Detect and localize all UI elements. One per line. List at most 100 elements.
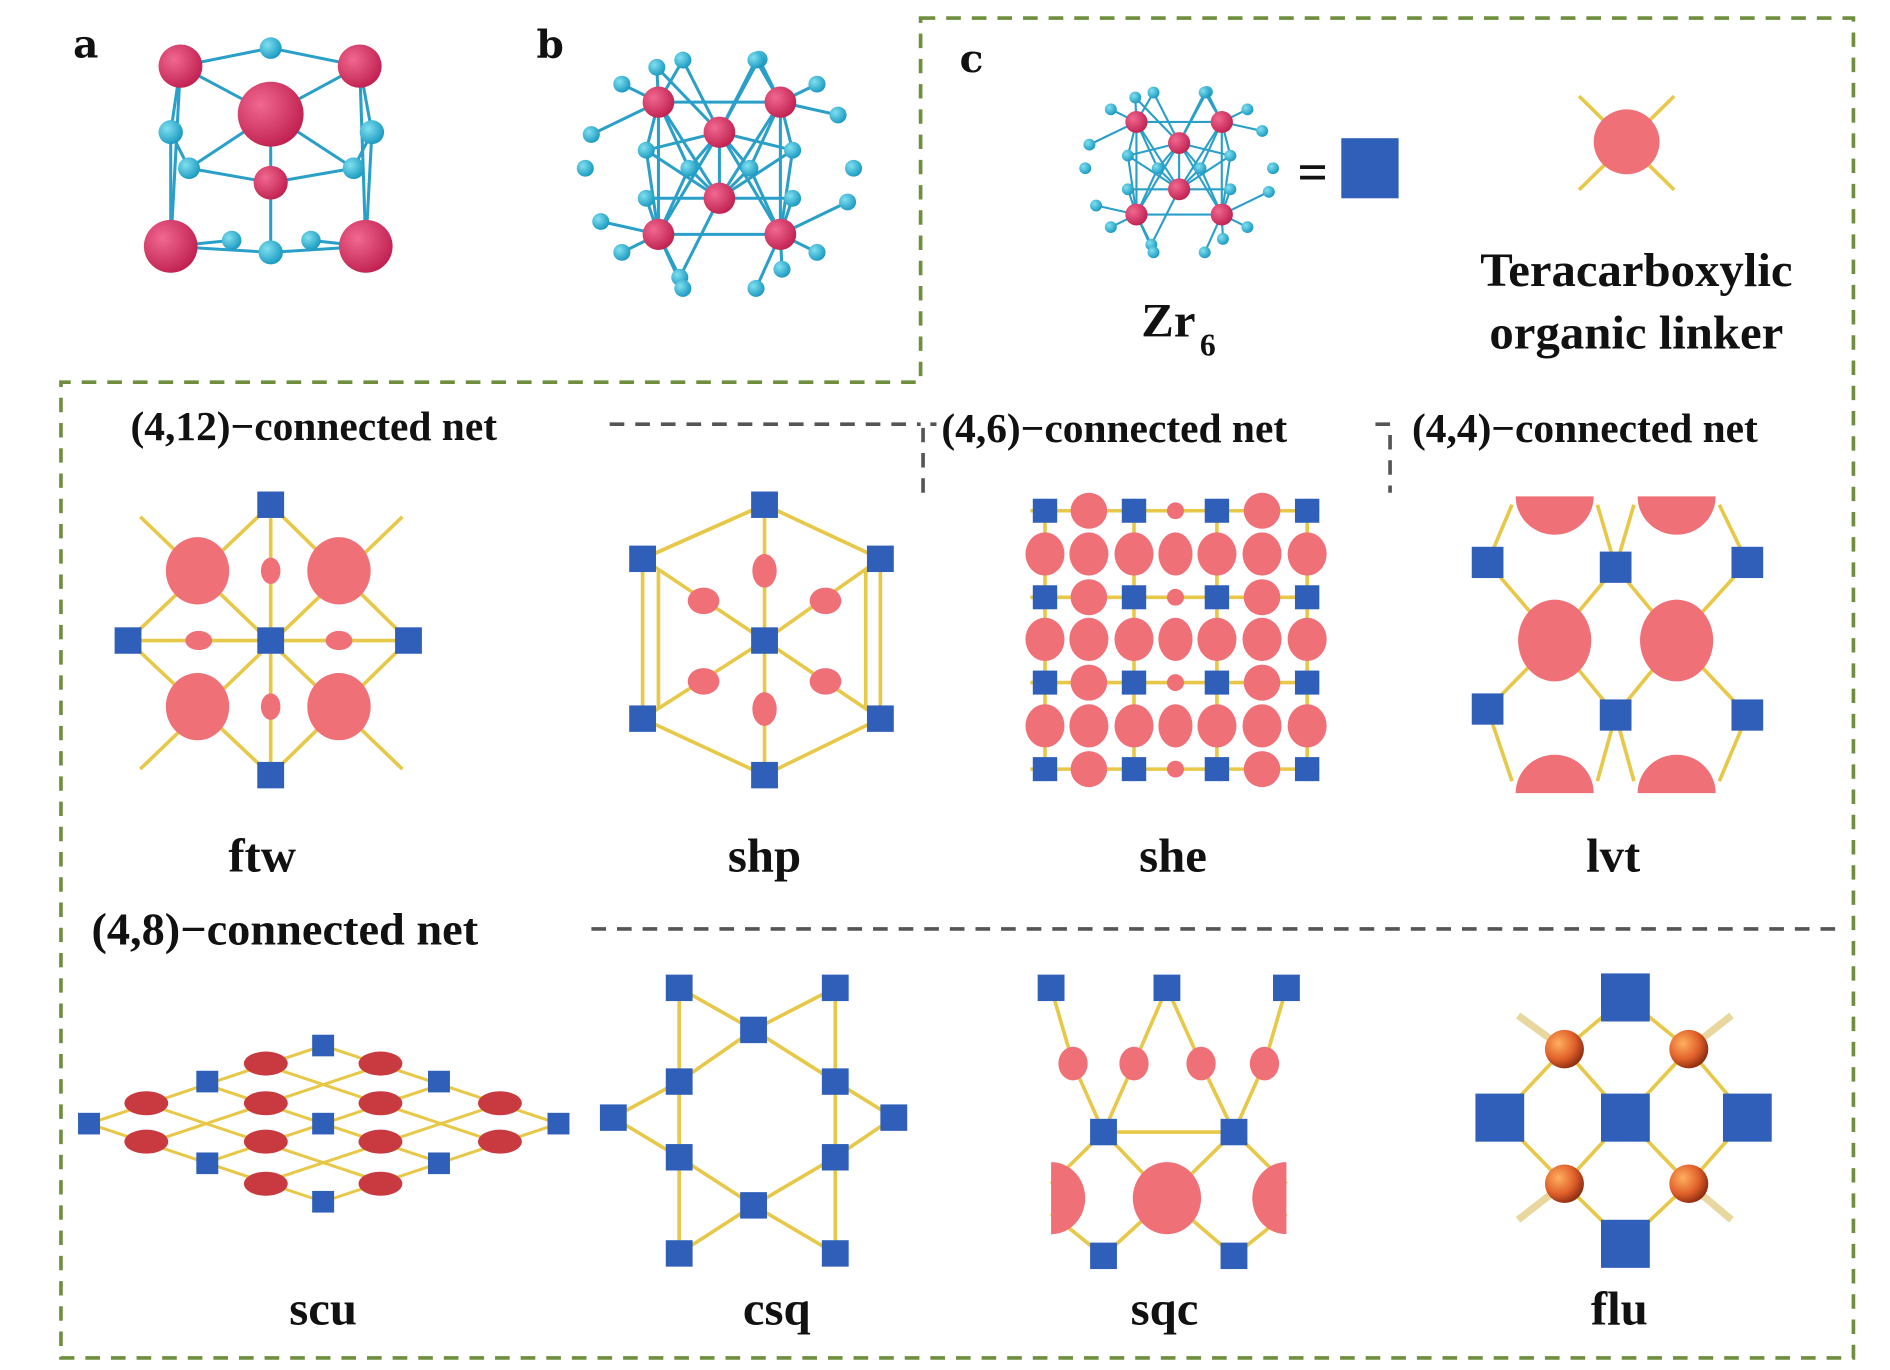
metal-node-square bbox=[665, 1240, 693, 1267]
linker-node bbox=[1249, 1046, 1280, 1081]
edge bbox=[763, 717, 882, 777]
linker-node bbox=[1243, 492, 1281, 529]
metal-node-square bbox=[1121, 498, 1147, 523]
zr-atom bbox=[703, 116, 736, 148]
metal-node-square bbox=[257, 491, 285, 518]
edge bbox=[657, 131, 721, 236]
panel-label-b: b bbox=[537, 23, 564, 68]
linker-node bbox=[124, 1129, 169, 1154]
linker-node bbox=[1287, 532, 1327, 576]
oxygen-atom bbox=[1262, 185, 1275, 198]
oxygen-atom bbox=[359, 120, 385, 145]
zr6-label: Zr bbox=[1141, 295, 1195, 348]
linker-node bbox=[1243, 664, 1281, 701]
linker-node-half bbox=[1637, 754, 1716, 794]
linker-node bbox=[1166, 674, 1184, 692]
metal-node-square bbox=[1294, 585, 1320, 610]
linker-node bbox=[165, 672, 230, 741]
group-heading-4-4: (4,4)−connected net bbox=[1412, 406, 1758, 453]
oxygen-atom bbox=[258, 240, 283, 265]
oxygen-atom bbox=[1104, 103, 1117, 116]
linker-node bbox=[1186, 1046, 1216, 1081]
linker-node bbox=[1058, 1046, 1088, 1081]
metal-node-square bbox=[866, 705, 894, 732]
linker-node bbox=[1069, 532, 1109, 576]
linker-node bbox=[1243, 579, 1281, 616]
linker-node bbox=[1025, 704, 1065, 748]
linker-node bbox=[1197, 704, 1237, 748]
metal-node-square bbox=[1204, 670, 1230, 695]
metal-node-square bbox=[257, 627, 285, 654]
linker-node bbox=[1070, 664, 1108, 701]
edge bbox=[718, 131, 782, 236]
linker-node bbox=[1669, 1029, 1709, 1069]
oxygen-atom bbox=[1151, 162, 1164, 175]
group-heading-4-6: (4,6)−connected net bbox=[941, 406, 1287, 453]
edge bbox=[752, 1028, 837, 1084]
oxygen-atom bbox=[747, 51, 765, 69]
metal-node-square bbox=[1037, 974, 1065, 1002]
oxygen-atom bbox=[1090, 199, 1103, 212]
net-flu bbox=[1475, 973, 1772, 1268]
net-scu bbox=[78, 1034, 570, 1213]
net-label-lvt: lvt bbox=[1586, 830, 1640, 883]
panel-c-frame bbox=[59, 16, 1856, 1360]
oxygen-atom bbox=[1267, 162, 1279, 175]
oxygen-atom bbox=[1147, 86, 1160, 99]
net-ftw bbox=[114, 491, 422, 789]
metal-node-square bbox=[257, 761, 285, 789]
linker-node bbox=[243, 1091, 288, 1116]
linker-node bbox=[1119, 1046, 1149, 1081]
metal-node-square bbox=[1471, 693, 1504, 725]
oxygen-atom bbox=[1198, 86, 1211, 99]
oxygen-atom bbox=[1147, 246, 1160, 259]
oxygen-atom bbox=[829, 106, 847, 124]
net-sqc bbox=[1037, 974, 1300, 1270]
linker-node bbox=[1640, 599, 1714, 682]
metal-node-square bbox=[1153, 974, 1181, 1002]
oxygen-atom bbox=[1079, 162, 1092, 175]
metal-node-square bbox=[821, 1240, 849, 1267]
zr-atom bbox=[338, 219, 393, 273]
metal-node-square bbox=[1294, 757, 1320, 782]
linker-node bbox=[1069, 617, 1109, 661]
oxygen-atom bbox=[1083, 138, 1096, 151]
linker-node bbox=[1114, 532, 1154, 576]
metal-node-square bbox=[1731, 699, 1764, 731]
oxygen-atom bbox=[674, 51, 692, 69]
metal-node-square bbox=[1121, 757, 1147, 782]
oxygen-atom bbox=[259, 37, 282, 59]
metal-node-square bbox=[196, 1070, 219, 1093]
linker-node bbox=[1242, 532, 1282, 576]
linker-node bbox=[752, 554, 777, 588]
linker-node bbox=[1158, 617, 1193, 661]
panel-label-a: a bbox=[73, 23, 98, 68]
metal-node-square bbox=[665, 1144, 693, 1171]
zr-atom bbox=[158, 44, 203, 88]
zr-atom bbox=[1210, 203, 1233, 226]
metal-node-square bbox=[78, 1112, 100, 1135]
metal-node-square bbox=[1601, 1219, 1650, 1268]
zr-atom bbox=[1125, 203, 1148, 226]
oxygen-atom bbox=[221, 230, 242, 250]
linker-node bbox=[477, 1129, 522, 1154]
oxygen-atom bbox=[808, 243, 826, 261]
edge bbox=[657, 101, 721, 200]
metal-node-square bbox=[599, 1104, 627, 1131]
net-csq bbox=[599, 974, 908, 1267]
linker-node bbox=[1669, 1164, 1709, 1203]
oxygen-atom bbox=[741, 159, 759, 177]
oxygen-atom bbox=[1129, 91, 1142, 104]
metal-node-square bbox=[1090, 1242, 1117, 1270]
oxygen-atom bbox=[674, 280, 692, 297]
oxygen-atom bbox=[1224, 149, 1237, 162]
oxygen-atom bbox=[1104, 221, 1117, 234]
edge bbox=[718, 101, 782, 200]
oxygen-atom bbox=[582, 126, 600, 143]
oxygen-atom bbox=[784, 141, 802, 159]
oxygen-atom bbox=[342, 157, 365, 180]
zr-atom bbox=[1168, 178, 1191, 201]
oxygen-atom bbox=[747, 280, 765, 297]
